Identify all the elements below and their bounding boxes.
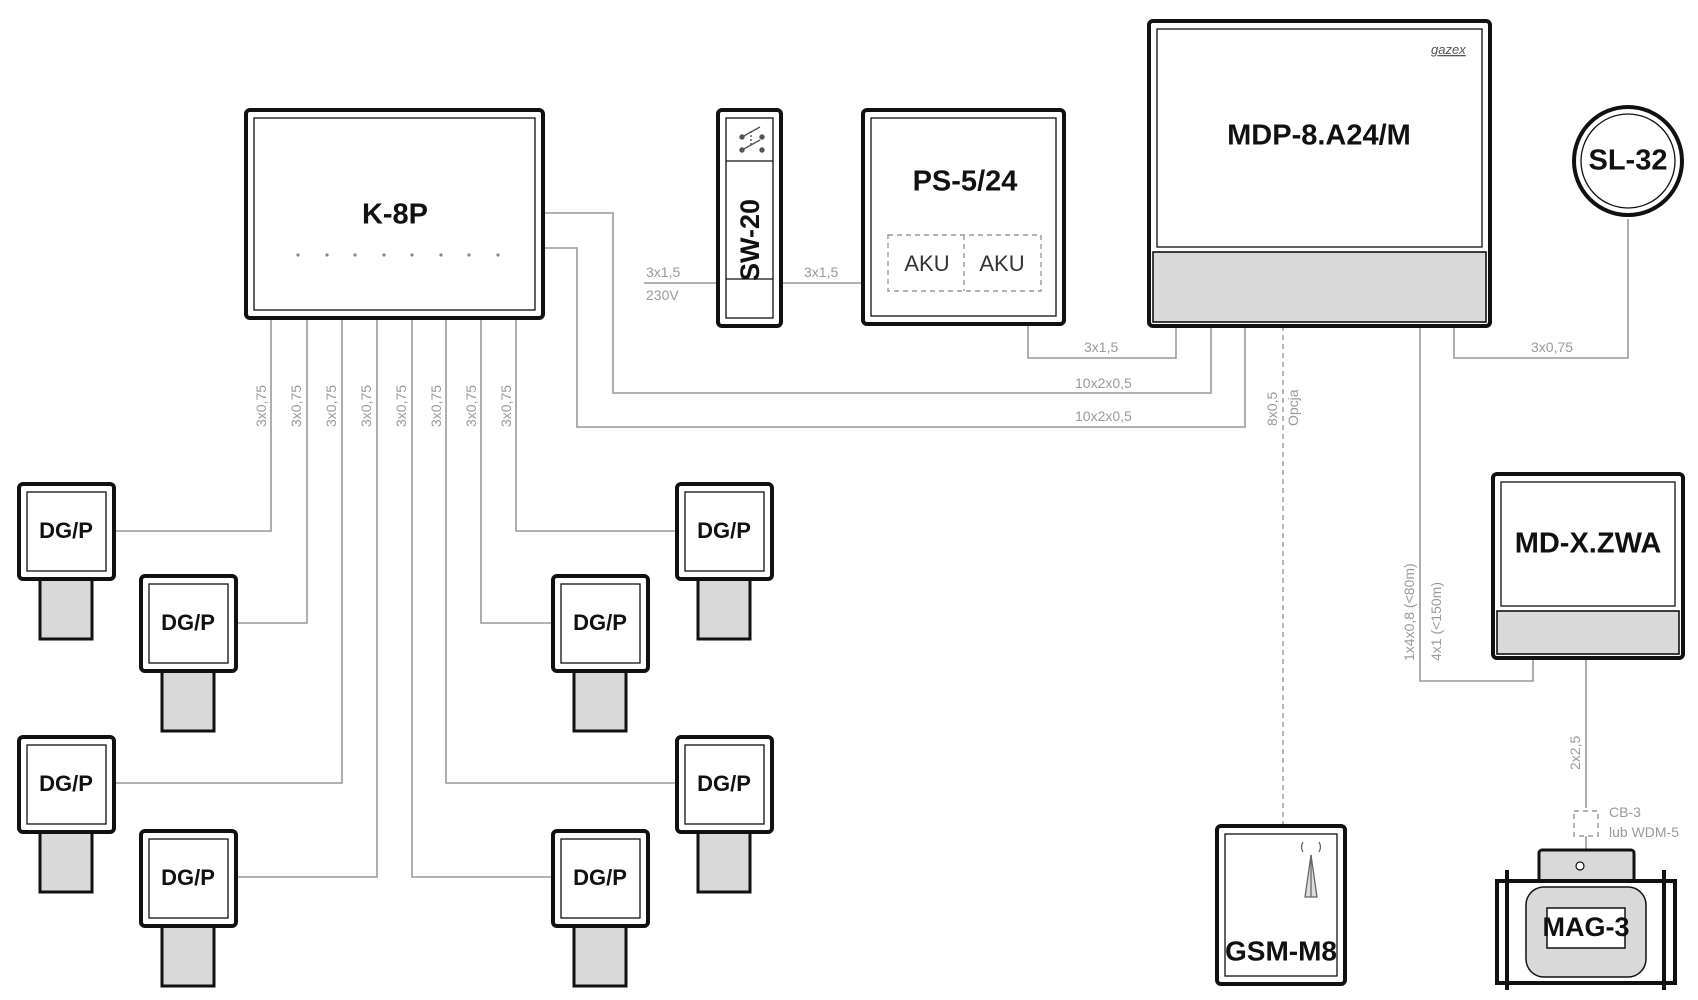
cable-label-k8p-1: 3x0,75: [253, 385, 269, 427]
cable-label-k8p-5: 3x0,75: [393, 385, 409, 427]
cable-label-psu-mdp: 3x1,5: [1084, 339, 1118, 355]
cable-label-k8p-2: 3x0,75: [288, 385, 304, 427]
cable-label-bus-1: 10x2x0,5: [1075, 375, 1132, 391]
detector: DG/P: [675, 735, 774, 894]
valve-actuator: [1537, 848, 1636, 885]
psu-title: PS-5/24: [913, 166, 1018, 198]
brand-logo: gazex: [1431, 42, 1466, 57]
wire-k8p-dg2: [236, 318, 308, 624]
gsm-title: GSM-M8: [1225, 935, 1337, 966]
wire-mdp-sl: [1453, 219, 1629, 359]
valve-title: MAG-3: [1543, 912, 1630, 942]
wire-k8p-dg5: [515, 318, 677, 532]
k8p-led: [296, 253, 300, 257]
cable-label-k8p-3: 3x0,75: [323, 385, 339, 427]
k8p-led: [382, 253, 386, 257]
gsm-module: GSM-M8: [1215, 824, 1347, 986]
k8p-led-row: [296, 253, 500, 257]
cable-label-bus-2: 10x2x0,5: [1075, 408, 1132, 424]
detector: DG/P: [17, 735, 116, 894]
detector-label: DG/P: [573, 865, 627, 890]
wire-k8p-dg3: [114, 318, 343, 784]
detector-label: DG/P: [697, 771, 751, 796]
detector-label: DG/P: [697, 518, 751, 543]
wire-k8p-dg4: [236, 318, 378, 878]
cable-label-gsm: 8x0,5: [1264, 392, 1280, 426]
cable-label-mains: 3x1,5: [646, 264, 680, 280]
detector-label: DG/P: [39, 771, 93, 796]
cable-label-junction-2: lub WDM-5: [1609, 824, 1679, 840]
wire-k8p-dg6: [480, 318, 553, 624]
k8p-panel: K-8P: [244, 108, 545, 320]
k8p-led: [410, 253, 414, 257]
k8p-led: [325, 253, 329, 257]
ps-power-supply: PS-5/24 AKU AKU: [861, 108, 1066, 326]
detector: DG/P: [17, 482, 116, 641]
mag3-valve: MAG-3: [1495, 848, 1677, 990]
cable-label-zwa-2: 4x1 (<150m): [1428, 582, 1444, 661]
k8p-led: [467, 253, 471, 257]
wire-k8p-dg8: [411, 318, 553, 878]
cable-label-k8p-6: 3x0,75: [428, 385, 444, 427]
detector-label: DG/P: [39, 518, 93, 543]
wire-mdp-zwa: [1419, 326, 1534, 682]
cable-label-k8p-8: 3x0,75: [498, 385, 514, 427]
wire-bus-2: [543, 247, 1246, 428]
cable-label-k8p-4: 3x0,75: [358, 385, 374, 427]
mdp-control-module: MDP-8.A24/M gazex: [1147, 19, 1492, 328]
sl32-signaller: SL-32: [1572, 105, 1684, 217]
cable-labels: 3x0,75 3x0,75 3x0,75 3x0,75 3x0,75 3x0,7…: [253, 264, 1679, 840]
k8p-led: [496, 253, 500, 257]
cable-label-junction-1: CB-3: [1609, 804, 1641, 820]
wire-k8p-dg7: [445, 318, 677, 784]
detector-label: DG/P: [161, 865, 215, 890]
mdx-zwa-module: MD-X.ZWA: [1491, 472, 1685, 660]
wire-psu-mdp: [1027, 322, 1177, 359]
wires: [114, 212, 1629, 878]
battery-1-label: AKU: [904, 251, 949, 276]
battery-2-label: AKU: [979, 251, 1024, 276]
k8p-led: [353, 253, 357, 257]
detector-label: DG/P: [161, 610, 215, 635]
sw20-switch: SW-20: [716, 108, 783, 328]
cable-label-zwa-1: 1x4x0,8 (<80m): [1401, 563, 1417, 661]
sw20-title: SW-20: [735, 199, 765, 281]
cable-label-sw-psu: 3x1,5: [804, 264, 838, 280]
junction-box: [1573, 810, 1599, 837]
k8p-led: [439, 253, 443, 257]
cable-label-gsm-option: Opcja: [1285, 389, 1301, 426]
mdp-title: MDP-8.A24/M: [1227, 120, 1411, 152]
zwa-terminal-panel: [1496, 610, 1680, 655]
detector: DG/P: [139, 829, 238, 988]
detector: DG/P: [551, 574, 650, 733]
antenna-icon: [1300, 841, 1322, 898]
mdp-terminal-panel: [1152, 251, 1487, 323]
detector: DG/P: [551, 829, 650, 988]
cable-label-k8p-7: 3x0,75: [463, 385, 479, 427]
cable-label-mains-voltage: 230V: [646, 287, 679, 303]
wire-bus-1: [543, 212, 1212, 394]
detector: DG/P: [139, 574, 238, 733]
detector: DG/P: [675, 482, 774, 641]
switch-icon: [739, 126, 765, 153]
cable-label-valve: 2x2,5: [1567, 736, 1583, 770]
k8p-title: K-8P: [362, 199, 428, 231]
cable-label-mdp-sl: 3x0,75: [1531, 339, 1573, 355]
zwa-title: MD-X.ZWA: [1515, 528, 1662, 560]
wire-k8p-dg1: [114, 318, 272, 532]
detector-label: DG/P: [573, 610, 627, 635]
sl32-title: SL-32: [1589, 145, 1668, 177]
